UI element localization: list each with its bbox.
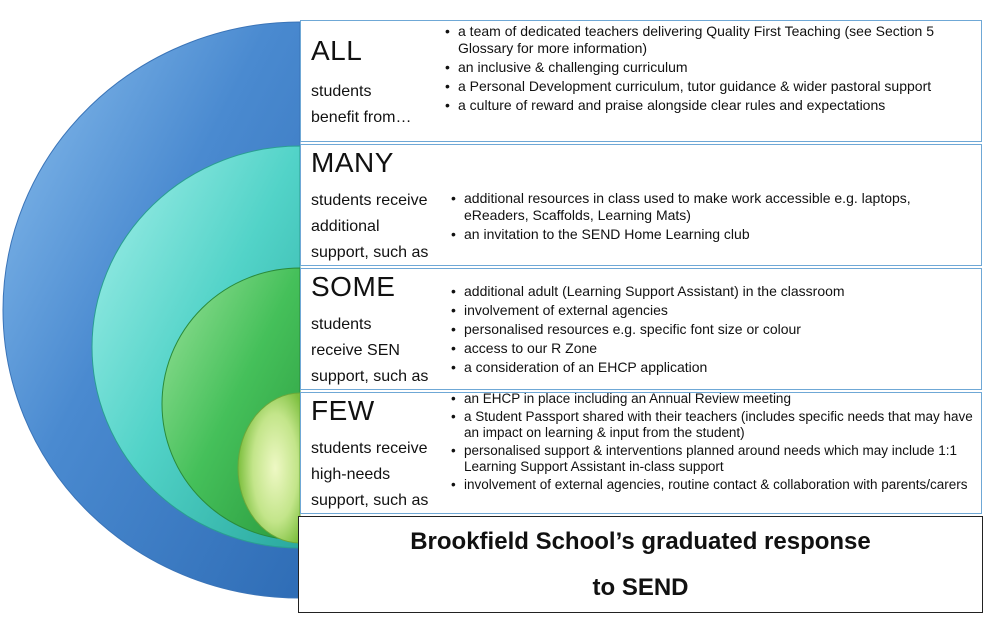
list-item: a Personal Development curriculum, tutor… — [443, 78, 975, 95]
diagram-caption: Brookfield School’s graduated response t… — [298, 516, 983, 613]
list-item: additional resources in class used to ma… — [449, 190, 977, 224]
list-item: personalised support & interventions pla… — [449, 443, 977, 475]
tier-heading: ALL — [311, 35, 363, 66]
tier-heading: MANY — [311, 147, 394, 178]
tier-bullet-list: additional resources in class used to ma… — [449, 190, 977, 245]
tier-bullet-list: a team of dedicated teachers delivering … — [443, 23, 975, 116]
tier-subtext: students receive SEN support, such as — [311, 316, 429, 385]
caption-line-1: Brookfield School’s graduated response — [410, 528, 871, 555]
list-item: additional adult (Learning Support Assis… — [449, 283, 977, 300]
list-item: involvement of external agencies, routin… — [449, 477, 977, 493]
list-item: a team of dedicated teachers delivering … — [443, 23, 975, 57]
tier-heading: FEW — [311, 395, 375, 426]
tier-many: MANY students receive additional support… — [300, 144, 982, 266]
list-item: a Student Passport shared with their tea… — [449, 409, 977, 441]
list-item: access to our R Zone — [449, 340, 977, 357]
tier-bullet-list: an EHCP in place including an Annual Rev… — [449, 391, 977, 495]
list-item: personalised resources e.g. specific fon… — [449, 321, 977, 338]
list-item: an invitation to the SEND Home Learning … — [449, 226, 977, 243]
list-item: an EHCP in place including an Annual Rev… — [449, 391, 977, 407]
tier-subtext: students benefit from… — [311, 83, 412, 126]
caption-line-2: to SEND — [592, 574, 689, 601]
list-item: an inclusive & challenging curriculum — [443, 59, 975, 76]
list-item: a consideration of an EHCP application — [449, 359, 977, 376]
tier-all: ALL students benefit from… a team of ded… — [300, 20, 982, 142]
list-item: involvement of external agencies — [449, 302, 977, 319]
few-arc — [237, 392, 301, 544]
tier-few: FEW students receive high-needs support,… — [300, 391, 982, 514]
tier-some: SOME students receive SEN support, such … — [300, 268, 982, 390]
tier-subtext: students receive high-needs support, suc… — [311, 440, 429, 509]
tier-heading: SOME — [311, 271, 396, 302]
tier-subtext: students receive additional support, suc… — [311, 192, 429, 261]
tier-bullet-list: additional adult (Learning Support Assis… — [449, 283, 977, 378]
list-item: a culture of reward and praise alongside… — [443, 97, 975, 114]
